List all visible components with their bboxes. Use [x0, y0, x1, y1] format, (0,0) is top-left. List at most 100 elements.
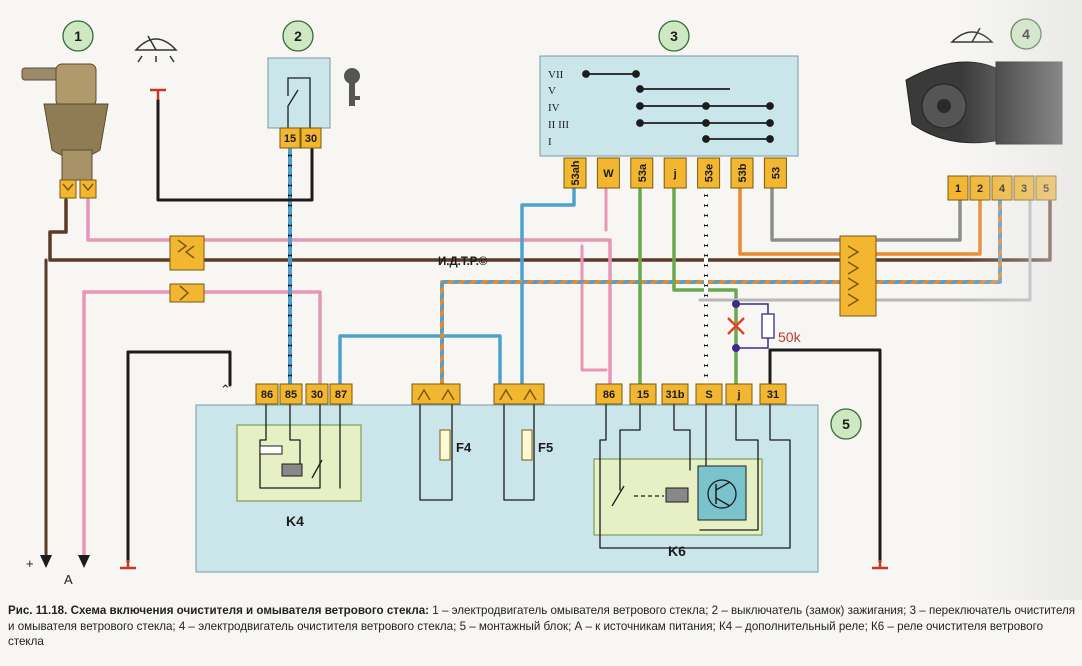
washer-pins	[59, 179, 97, 199]
block-pin-right-3: S	[695, 383, 723, 405]
block-pin-right-4: j	[725, 383, 753, 405]
callout-label: 1	[74, 28, 82, 44]
ground-icon	[150, 88, 166, 100]
ignition-pin-30: 30	[300, 127, 322, 149]
connector-coupler-left	[169, 235, 205, 303]
callout-label: 2	[294, 28, 302, 44]
pin-label: 30	[305, 133, 317, 145]
pin-label: 5	[1043, 183, 1049, 195]
block-pin-left-87: 87	[329, 383, 353, 405]
wiring-diagram: F4 F5 K4 K6 50k И.Д.Т.Р.© ⌃	[21, 18, 1063, 587]
block-pin-right-5: 31	[759, 383, 787, 405]
switch-position-4: I	[548, 136, 552, 148]
pin-label: 53a	[637, 163, 649, 182]
k4-circuit-2	[289, 404, 301, 471]
pin-label: j	[673, 168, 677, 180]
resistor-label: 50k	[778, 329, 802, 345]
pin-label: 53b	[737, 163, 749, 182]
block-pin-left-30: 30	[305, 383, 329, 405]
switch-position-1: V	[548, 85, 556, 97]
block-pin-left-85: 85	[279, 383, 303, 405]
switch-pin-0: 53ah	[563, 157, 587, 189]
switch-position-3: II III	[548, 119, 569, 131]
pin-label: 86	[603, 389, 615, 401]
fuse-f5-label: F5	[538, 440, 553, 455]
switch-position-2: IV	[548, 102, 560, 114]
callout-5: 5	[830, 408, 862, 440]
k6-circuit-2	[619, 404, 641, 491]
block-pin-right-2: 31b	[661, 383, 689, 405]
callout-label: 4	[1022, 26, 1030, 42]
wire-blue-87	[338, 334, 502, 387]
wire-pink-3	[82, 290, 322, 387]
pin-label: 1	[955, 183, 961, 195]
wire-pink-4	[580, 244, 608, 372]
wire-blue-orange	[440, 198, 1002, 387]
switch-contacts	[582, 70, 774, 143]
caption-lead: Рис. 11.18. Схема включения очистителя и…	[8, 604, 430, 617]
switch-pin-5: 53b	[730, 157, 754, 189]
motor-pin-2: 4	[991, 175, 1013, 201]
switch-pin-2: 53a	[630, 157, 654, 189]
block-pin-left-86: 86	[255, 383, 279, 405]
wire-pink-1	[86, 198, 612, 387]
motor-pin-3: 3	[1013, 175, 1035, 201]
pin-label: 53e	[704, 164, 716, 182]
washer-motor-icon	[21, 63, 109, 181]
ignition-switch-body	[267, 57, 331, 129]
pin-label: S	[705, 389, 712, 401]
motor-pin-1: 2	[969, 175, 991, 201]
callout-1: 1	[62, 20, 94, 52]
callout-label: 3	[670, 28, 678, 44]
switch-pin-6: 53	[763, 157, 787, 189]
block-pin-right-1: 15	[629, 383, 657, 405]
pin-label: 30	[311, 389, 323, 401]
pin-label: j	[736, 389, 740, 401]
windshield-washer-icon	[134, 35, 178, 63]
source-plus-arrow-icon	[40, 555, 52, 568]
fuse-f5	[521, 429, 533, 461]
relay-k6-label: K6	[668, 543, 686, 559]
ignition-pin-15: 15	[279, 127, 301, 149]
copyright-label: И.Д.Т.Р.©	[438, 256, 488, 268]
resistor-bypass: 50k	[727, 300, 802, 352]
callout-4: 4	[1010, 18, 1042, 50]
pin-label: 15	[637, 389, 649, 401]
fuse-couplers	[411, 383, 545, 405]
wire-blue-53ah	[520, 186, 576, 387]
switch-pin-4: 53e	[697, 157, 721, 189]
callout-2: 2	[282, 20, 314, 52]
k6-contact-icon	[611, 485, 625, 507]
wiper-motor-icon	[905, 61, 1063, 145]
transistor-icon	[707, 479, 737, 509]
fuse-f5-loop	[503, 404, 535, 501]
fuse-f4-label: F4	[456, 440, 472, 455]
pin-label: 31	[767, 389, 779, 401]
pin-label: 15	[284, 133, 296, 145]
ground-icons-bottom	[120, 560, 888, 570]
relay-k4-label: K4	[286, 513, 304, 529]
wire-ignition-30	[156, 98, 314, 202]
wire-53	[770, 186, 962, 242]
switch-pin-3: j	[663, 157, 687, 189]
switch-position-0: VII	[548, 69, 564, 81]
source-plus-label: +	[26, 556, 34, 571]
pin-label: 31b	[666, 389, 685, 401]
connector-coupler-right	[839, 235, 877, 317]
caption-text: 1 – электродвигатель омывателя ветрового…	[8, 604, 1076, 648]
k4-contact-icon	[311, 459, 323, 479]
pin-label: 4	[999, 183, 1006, 195]
relay-k4-box	[236, 424, 362, 502]
source-arrows: + A	[26, 555, 90, 587]
k6-circuit	[599, 404, 791, 549]
key-icon	[344, 68, 360, 106]
ignition-switch-internals	[287, 77, 311, 128]
k4-circuit	[259, 404, 321, 489]
pin-label: 53ah	[570, 160, 582, 185]
pin-label: 85	[285, 389, 297, 401]
k6-circuit-3	[673, 404, 691, 471]
windshield-wiper-icon	[950, 27, 994, 43]
figure-caption: Рис. 11.18. Схема включения очистителя и…	[8, 603, 1076, 650]
fuse-f4	[439, 429, 451, 461]
callout-label: 5	[842, 416, 850, 432]
